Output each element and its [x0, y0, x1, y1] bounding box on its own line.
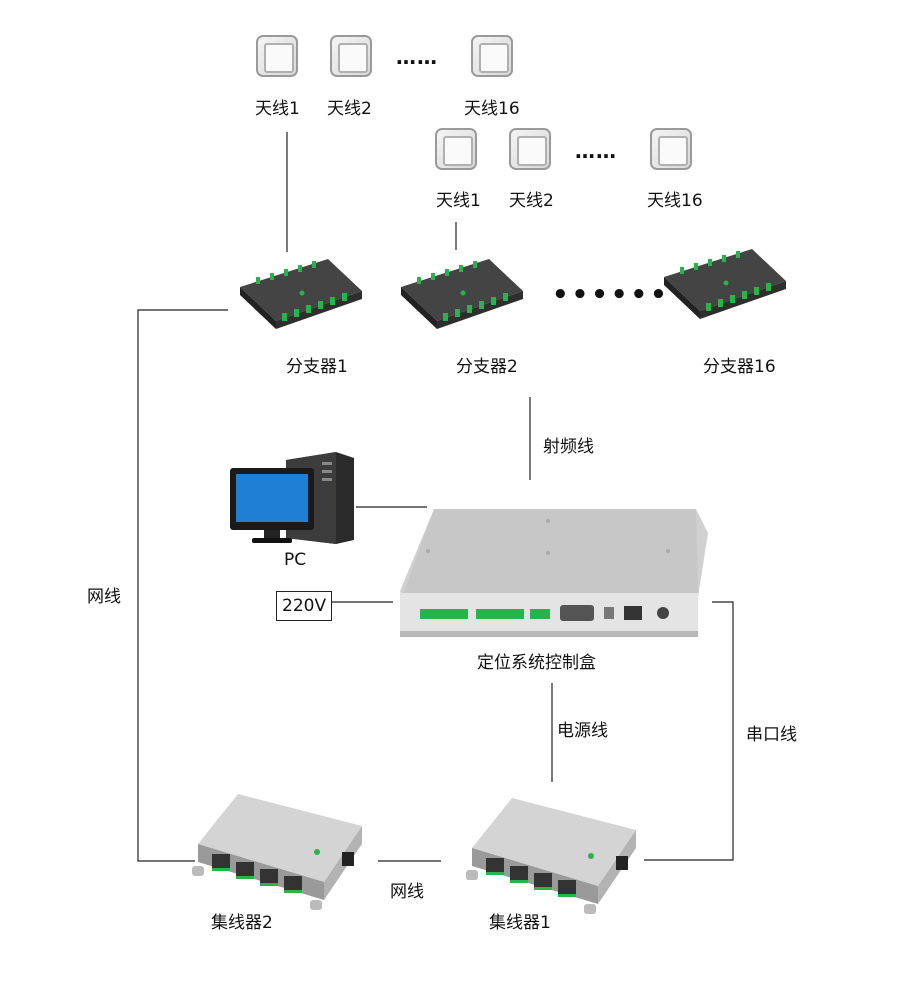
antenna-row2-ellipsis: …… [575, 139, 617, 163]
splitters-ellipsis: •••••• [552, 280, 670, 310]
antenna-16-icon [471, 35, 513, 77]
antenna-16-icon [650, 128, 692, 170]
rf-cable-label: 射频线 [543, 437, 594, 457]
hub-1-label: 集线器1 [489, 913, 551, 933]
splitter-16-icon [664, 249, 786, 319]
antenna-2-icon [330, 35, 372, 77]
splitter-2-label: 分支器2 [456, 357, 518, 377]
hub-1-icon [466, 798, 636, 914]
antenna-row2-label-1: 天线1 [436, 191, 481, 211]
splitter-16-label: 分支器16 [703, 357, 776, 377]
antenna-row1-label-16: 天线16 [464, 99, 520, 119]
serial-cable-line [644, 601, 734, 861]
splitter-1-icon [240, 259, 362, 329]
controller-box-icon [400, 509, 708, 637]
pc-label: PC [284, 550, 307, 570]
splitter-2-icon [401, 259, 523, 329]
network-bottom-label: 网线 [390, 882, 424, 902]
power-cable-label: 电源线 [557, 721, 608, 741]
antenna-row1-ellipsis: …… [396, 45, 438, 69]
hub-2-label: 集线器2 [211, 913, 273, 933]
pc-icon [230, 452, 354, 544]
network-left-line [137, 309, 228, 862]
antenna-1-icon [435, 128, 477, 170]
power-220v-box: 220V [276, 591, 333, 621]
antenna-2-icon [509, 128, 551, 170]
controller-label: 定位系统控制盒 [477, 653, 596, 673]
serial-cable-label: 串口线 [746, 725, 797, 745]
splitter-1-label: 分支器1 [286, 357, 348, 377]
network-left-label: 网线 [87, 587, 121, 607]
antenna-row1-label-2: 天线2 [327, 99, 372, 119]
antenna-row2-label-2: 天线2 [509, 191, 554, 211]
antenna-row1-label-1: 天线1 [255, 99, 300, 119]
hub-2-icon [192, 794, 362, 910]
antenna-row2-label-16: 天线16 [647, 191, 703, 211]
antenna-1-icon [256, 35, 298, 77]
